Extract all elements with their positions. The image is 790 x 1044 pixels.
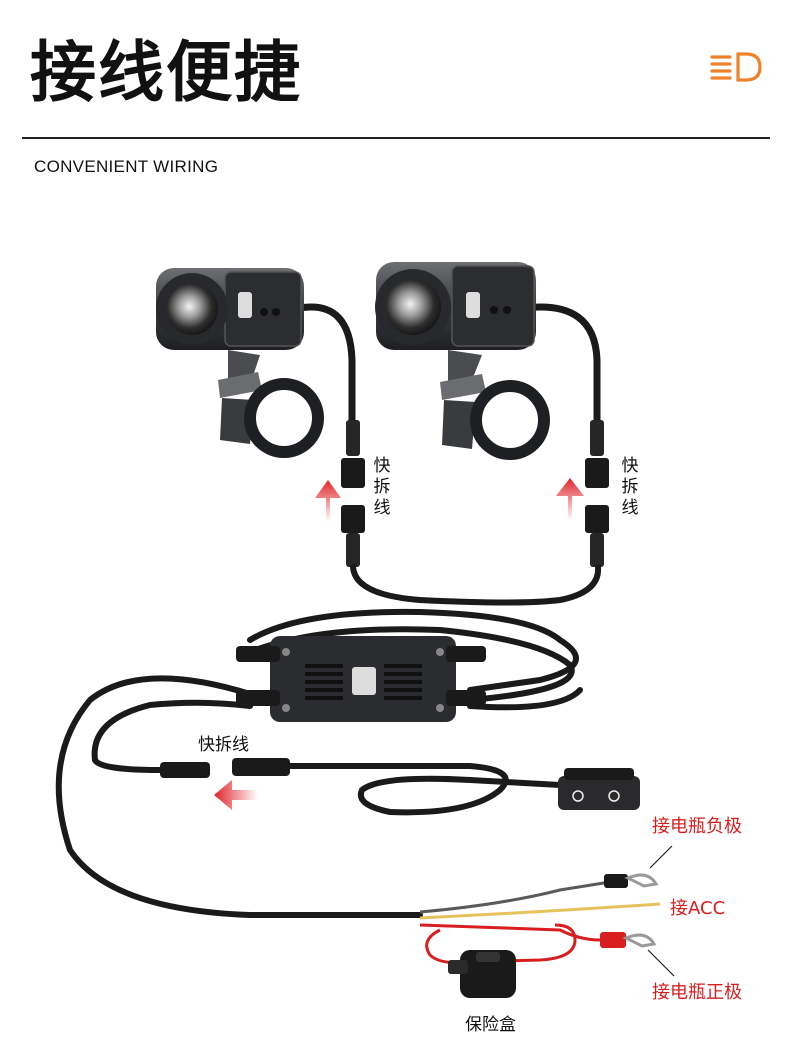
arrow-left xyxy=(214,780,258,810)
switch-icon xyxy=(558,768,640,810)
label-battery-positive: 接电瓶正极 xyxy=(652,982,742,1003)
arrow-up-right xyxy=(556,478,584,520)
header-divider xyxy=(22,137,770,139)
label-quick-release-right: 快拆线 xyxy=(621,456,639,518)
label-quick-release-left: 快拆线 xyxy=(373,456,391,518)
right-spotlight xyxy=(375,262,609,567)
label-quick-release-main: 快拆线 xyxy=(198,735,249,755)
controller-box xyxy=(236,636,486,722)
arrow-up-left xyxy=(315,480,341,522)
label-battery-negative: 接电瓶负极 xyxy=(652,816,742,837)
label-fuse-box: 保险盒 xyxy=(465,1015,516,1035)
left-spotlight xyxy=(156,268,365,567)
page-title: 接线便捷 xyxy=(30,34,302,111)
page-subtitle: CONVENIENT WIRING xyxy=(34,157,219,176)
fuse-box-icon xyxy=(448,950,516,998)
headlight-beam-icon xyxy=(710,52,762,82)
label-acc: 接ACC xyxy=(670,898,726,919)
